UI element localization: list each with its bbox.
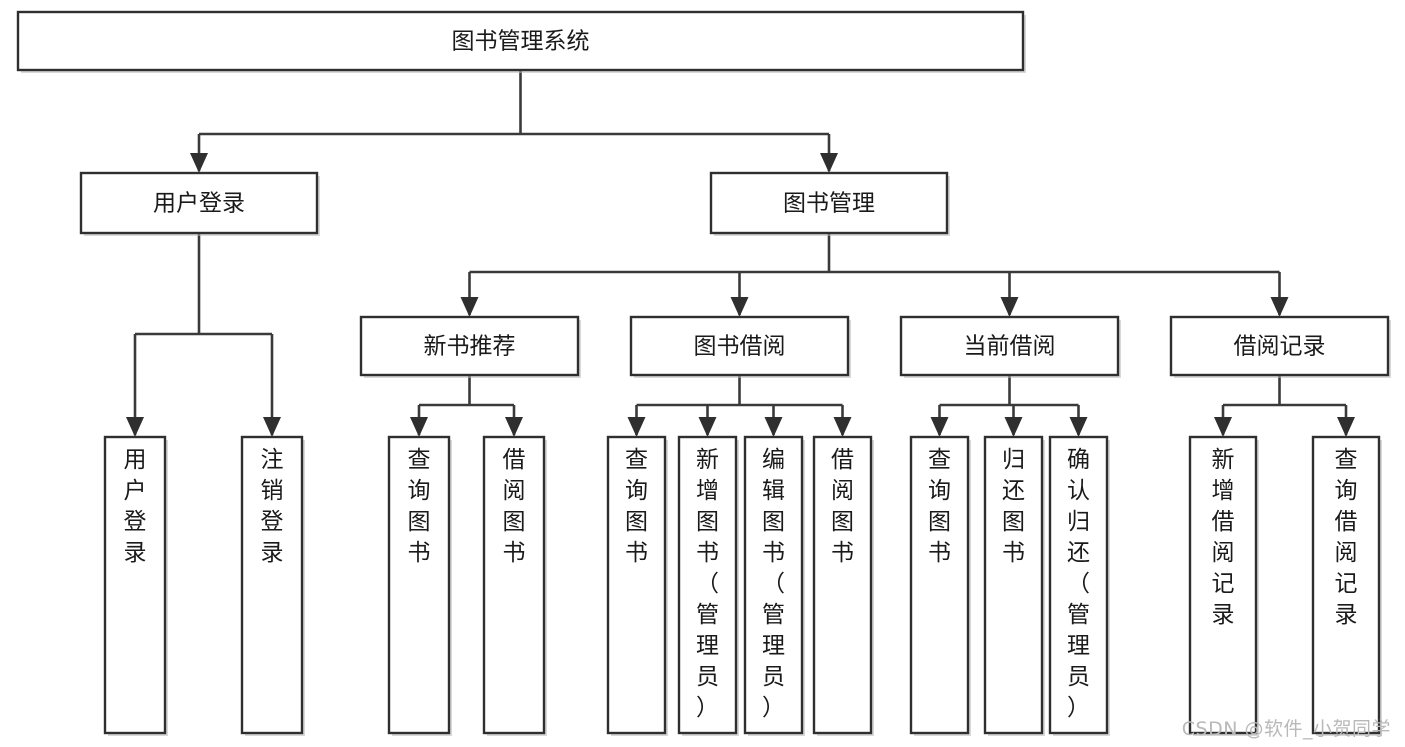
node-rect[interactable] [606, 435, 667, 735]
csdn-watermark: CSDN @软件_小贺同学 [1181, 718, 1391, 740]
node-label: 注销登录 [261, 447, 284, 566]
node-label: 图书管理 [783, 191, 875, 217]
node-label: 图书借阅 [694, 334, 786, 360]
node-rect[interactable] [359, 315, 580, 377]
arrow-head-icon [126, 417, 144, 437]
node-rect[interactable] [103, 435, 167, 735]
node-cb-return-book[interactable]: 归还图书 [983, 435, 1045, 736]
node-cb-confirm-return[interactable]: 确认归还（管理员） [1048, 435, 1110, 736]
node-label: 确认归还（管理员） [1067, 447, 1090, 721]
arrow-head-icon [263, 417, 281, 437]
node-user-login-leaf[interactable]: 用户登录 [103, 435, 168, 736]
arrow-head-icon [1000, 297, 1019, 317]
node-rect[interactable] [16, 10, 1025, 72]
node-br-query-record[interactable]: 查询借阅记录 [1311, 435, 1382, 736]
node-rect[interactable] [629, 315, 850, 377]
node-label: 用户登录 [124, 447, 147, 566]
arrow-head-icon [505, 417, 523, 437]
node-new-book-recommend[interactable]: 新书推荐 [359, 315, 581, 378]
node-label: 查询借阅记录 [1335, 447, 1358, 628]
node-rect[interactable] [709, 171, 949, 235]
node-label: 归还图书 [1002, 447, 1025, 566]
arrow-head-icon [764, 417, 783, 437]
node-current-borrow[interactable]: 当前借阅 [899, 315, 1121, 378]
node-bb-borrow-book[interactable]: 借阅图书 [812, 435, 874, 736]
node-rect[interactable] [899, 315, 1120, 377]
node-rect[interactable] [240, 435, 304, 735]
node-label: 借阅图书 [831, 447, 854, 566]
node-rect[interactable] [812, 435, 873, 735]
connector-lines [126, 70, 1355, 437]
arrow-head-icon [627, 417, 646, 437]
node-label: 编辑图书（管理员） [762, 447, 785, 721]
node-boxes: 图书管理系统用户登录用户登录注销登录图书管理新书推荐查询图书借阅图书图书借阅查询… [16, 10, 1391, 736]
node-root[interactable]: 图书管理系统 [16, 10, 1026, 73]
node-user-logout-leaf[interactable]: 注销登录 [240, 435, 305, 736]
arrow-head-icon [1069, 417, 1088, 437]
arrow-head-icon [1214, 417, 1232, 437]
node-book-manage[interactable]: 图书管理 [709, 171, 950, 236]
node-label: 新增图书（管理员） [696, 447, 719, 721]
arrow-head-icon [730, 297, 749, 317]
node-label: 查询图书 [928, 447, 951, 566]
node-bb-query-book[interactable]: 查询图书 [606, 435, 668, 736]
node-bb-edit-book[interactable]: 编辑图书（管理员） [743, 435, 805, 736]
node-rect[interactable] [387, 435, 451, 735]
node-nbr-query-book[interactable]: 查询图书 [387, 435, 452, 736]
arrow-head-icon [820, 153, 838, 173]
node-label: 借阅图书 [503, 447, 526, 566]
node-rect[interactable] [1311, 435, 1381, 735]
node-user-login[interactable]: 用户登录 [79, 171, 320, 236]
arrow-head-icon [460, 297, 479, 317]
node-rect[interactable] [1048, 435, 1109, 735]
node-label: 查询图书 [408, 447, 431, 566]
arrow-head-icon [698, 417, 717, 437]
arrow-head-icon [833, 417, 852, 437]
arrow-head-icon [190, 153, 208, 173]
arrow-head-icon [930, 417, 949, 437]
node-cb-query-book[interactable]: 查询图书 [909, 435, 971, 736]
node-rect[interactable] [482, 435, 546, 735]
node-label: 用户登录 [153, 191, 245, 217]
node-rect[interactable] [909, 435, 970, 735]
node-label: 新增借阅记录 [1212, 447, 1235, 628]
node-label: 图书管理系统 [452, 29, 590, 55]
node-label: 借阅记录 [1234, 334, 1326, 360]
node-bb-add-book[interactable]: 新增图书（管理员） [677, 435, 739, 736]
node-label: 当前借阅 [964, 334, 1056, 360]
node-label: 查询图书 [625, 447, 648, 566]
node-book-borrow[interactable]: 图书借阅 [629, 315, 851, 378]
node-br-add-record[interactable]: 新增借阅记录 [1188, 435, 1259, 736]
node-rect[interactable] [79, 171, 319, 235]
arrow-head-icon [1337, 417, 1355, 437]
node-rect[interactable] [1188, 435, 1258, 735]
arrow-head-icon [1004, 417, 1023, 437]
arrow-head-icon [1270, 297, 1289, 317]
node-nbr-borrow-book[interactable]: 借阅图书 [482, 435, 547, 736]
node-label: 新书推荐 [424, 334, 516, 360]
node-rect[interactable] [743, 435, 804, 735]
node-rect[interactable] [983, 435, 1044, 735]
node-rect[interactable] [1169, 315, 1390, 377]
arrow-head-icon [410, 417, 428, 437]
node-borrow-record[interactable]: 借阅记录 [1169, 315, 1391, 378]
node-rect[interactable] [677, 435, 738, 735]
